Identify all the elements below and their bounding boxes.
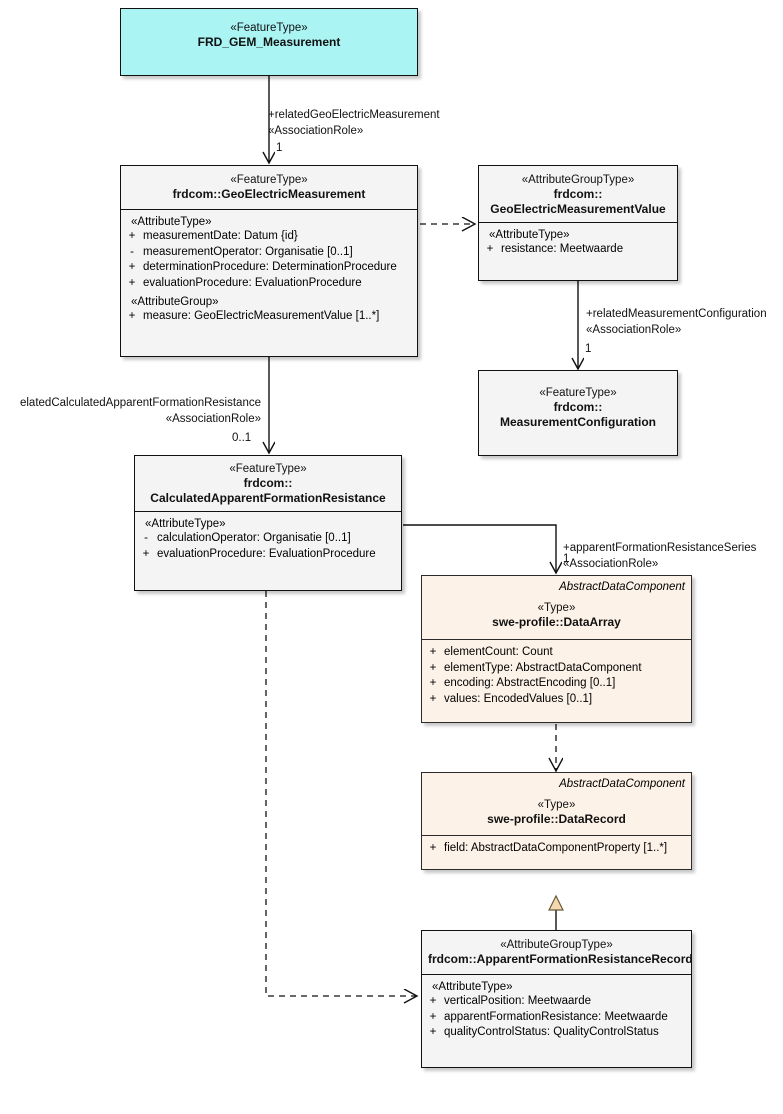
attribute-row: + determinationProcedure: DeterminationP… [121, 260, 417, 276]
attribute-row: + evaluationProcedure: EvaluationProcedu… [135, 547, 401, 563]
class-box-data-record[interactable]: AbstractDataComponent «Type» swe-profile… [421, 772, 692, 870]
attribute-row: + encoding: AbstractEncoding [0..1] [422, 676, 691, 692]
class-header: «FeatureType» frdcom:: CalculatedApparen… [150, 463, 386, 505]
attribute-row: + qualityControlStatus: QualityControlSt… [422, 1025, 691, 1041]
attribute-text: values: EncodedValues [0..1] [444, 693, 593, 706]
visibility-marker: + [429, 693, 437, 706]
edge-label-apparent-formation-resistance-series: +apparentFormationResistanceSeries «Asso… [563, 542, 757, 570]
visibility-marker: + [429, 1010, 437, 1023]
visibility-marker: + [429, 994, 437, 1007]
attributes-compartment: «AttributeType» + verticalPosition: Meet… [422, 975, 691, 1048]
visibility-marker: + [429, 677, 437, 690]
class-header: «FeatureType» frdcom:: MeasurementConfig… [499, 387, 656, 429]
edge-multiplicity-related-geoelectric-measurement: 1 [276, 142, 283, 154]
attribute-row: + field: AbstractDataComponentProperty [… [422, 841, 691, 857]
visibility-marker: + [128, 229, 136, 242]
class-header: AbstractDataComponent «Type» swe-profile… [422, 576, 691, 639]
attribute-text: measurementDate: Datum {id} [143, 229, 298, 242]
visibility-marker: + [128, 310, 136, 323]
class-header: «FeatureType» FRD_GEM_Measurement [197, 22, 341, 50]
attributes-compartment: + field: AbstractDataComponentProperty [… [422, 836, 691, 863]
attribute-text: field: AbstractDataComponentProperty [1.… [444, 841, 668, 854]
attribute-text: determinationProcedure: DeterminationPro… [143, 261, 397, 274]
attribute-row: + measure: GeoElectricMeasurementValue [… [121, 309, 417, 325]
class-box-measurement-configuration[interactable]: «FeatureType» frdcom:: MeasurementConfig… [478, 370, 678, 456]
attributes-compartment: «AttributeType» - calculationOperator: O… [135, 512, 401, 569]
visibility-marker: + [429, 661, 437, 674]
abstract-supertype-label: AbstractDataComponent [559, 778, 685, 790]
attribute-row: + resistance: Meetwaarde [479, 242, 677, 258]
attribute-row: - measurementOperator: Organisatie [0..1… [121, 245, 417, 261]
compartment-divider [135, 511, 401, 513]
attributes-compartment: «AttributeType» + measurementDate: Datum… [121, 210, 417, 331]
attribute-text: qualityControlStatus: QualityControlStat… [444, 1026, 659, 1039]
visibility-marker: + [486, 243, 494, 256]
edge-label-related-calculated-apparent-formation-resistance: elatedCalculatedApparentFormationResista… [19, 397, 261, 425]
compartment-divider [479, 222, 677, 224]
attribute-row: + measurementDate: Datum {id} [121, 229, 417, 245]
edge-label-related-geoelectric-measurement: +relatedGeoElectricMeasurement «Associat… [268, 109, 440, 137]
edge-apparent-formation-resistance-series [403, 524, 556, 572]
class-header: «FeatureType» frdcom::GeoElectricMeasure… [172, 174, 366, 202]
visibility-marker: + [128, 261, 136, 274]
edge-label-related-measurement-configuration: +relatedMeasurementConfiguration «Associ… [586, 308, 767, 336]
visibility-marker: - [144, 532, 148, 545]
attributes-compartment: + elementCount: Count + elementType: Abs… [422, 640, 691, 714]
attribute-text: elementCount: Count [444, 645, 553, 658]
attribute-text: calculationOperator: Organisatie [0..1] [157, 532, 351, 545]
attribute-row: + verticalPosition: Meetwaarde [422, 994, 691, 1010]
abstract-supertype-label: AbstractDataComponent [559, 581, 685, 593]
compartment-divider [121, 208, 417, 210]
attribute-row: + evaluationProcedure: EvaluationProcedu… [121, 276, 417, 292]
visibility-marker: + [429, 645, 437, 658]
attribute-text: resistance: Meetwaarde [501, 243, 624, 256]
attribute-text: apparentFormationResistance: Meetwaarde [444, 1010, 668, 1023]
class-box-geoelectric-measurement-value[interactable]: «AttributeGroupType» frdcom:: GeoElectri… [478, 165, 678, 281]
attribute-text: encoding: AbstractEncoding [0..1] [444, 677, 616, 690]
compartment-divider [422, 973, 691, 975]
attribute-row: + elementType: AbstractDataComponent [422, 661, 691, 677]
visibility-marker: + [142, 548, 150, 561]
edge-calc-to-record-dependency [265, 591, 416, 996]
attribute-text: evaluationProcedure: EvaluationProcedure [157, 548, 376, 561]
attribute-row: + elementCount: Count [422, 645, 691, 661]
attribute-text: verticalPosition: Meetwaarde [444, 994, 592, 1007]
visibility-marker: - [130, 245, 134, 258]
class-header: AbstractDataComponent «Type» swe-profile… [422, 773, 691, 835]
edge-multiplicity-apparent-formation-resistance-series: 1 [563, 553, 570, 565]
visibility-marker: + [429, 841, 437, 854]
attribute-row: - calculationOperator: Organisatie [0..1… [135, 531, 401, 547]
class-box-geoelectric-measurement[interactable]: «FeatureType» frdcom::GeoElectricMeasure… [120, 165, 418, 357]
class-box-apparent-formation-resistance-record[interactable]: «AttributeGroupType» frdcom::ApparentFor… [421, 930, 693, 1068]
class-header: «AttributeGroupType» frdcom::ApparentFor… [428, 939, 693, 967]
visibility-marker: + [128, 277, 136, 290]
attribute-text: measure: GeoElectricMeasurementValue [1.… [143, 310, 380, 323]
visibility-marker: + [429, 1026, 437, 1039]
class-box-data-array[interactable]: AbstractDataComponent «Type» swe-profile… [421, 575, 692, 723]
class-box-calculated-apparent-formation-resistance[interactable]: «FeatureType» frdcom:: CalculatedApparen… [134, 455, 402, 591]
edge-multiplicity-related-measurement-configuration: 1 [585, 343, 592, 355]
class-header: «AttributeGroupType» frdcom:: GeoElectri… [490, 174, 666, 216]
attribute-row: + apparentFormationResistance: Meetwaard… [422, 1010, 691, 1026]
attribute-row: + values: EncodedValues [0..1] [422, 692, 691, 708]
compartment-divider [422, 834, 691, 836]
edge-multiplicity-related-calculated-apparent-formation-resistance: 0..1 [232, 432, 252, 444]
attribute-text: elementType: AbstractDataComponent [444, 661, 642, 674]
class-box-frd-gem-measurement[interactable]: «FeatureType» FRD_GEM_Measurement [120, 8, 418, 76]
attribute-text: evaluationProcedure: EvaluationProcedure [143, 277, 362, 290]
attribute-text: measurementOperator: Organisatie [0..1] [143, 245, 353, 258]
compartment-divider [422, 638, 691, 640]
attributes-compartment: «AttributeType» + resistance: Meetwaarde [479, 223, 677, 264]
